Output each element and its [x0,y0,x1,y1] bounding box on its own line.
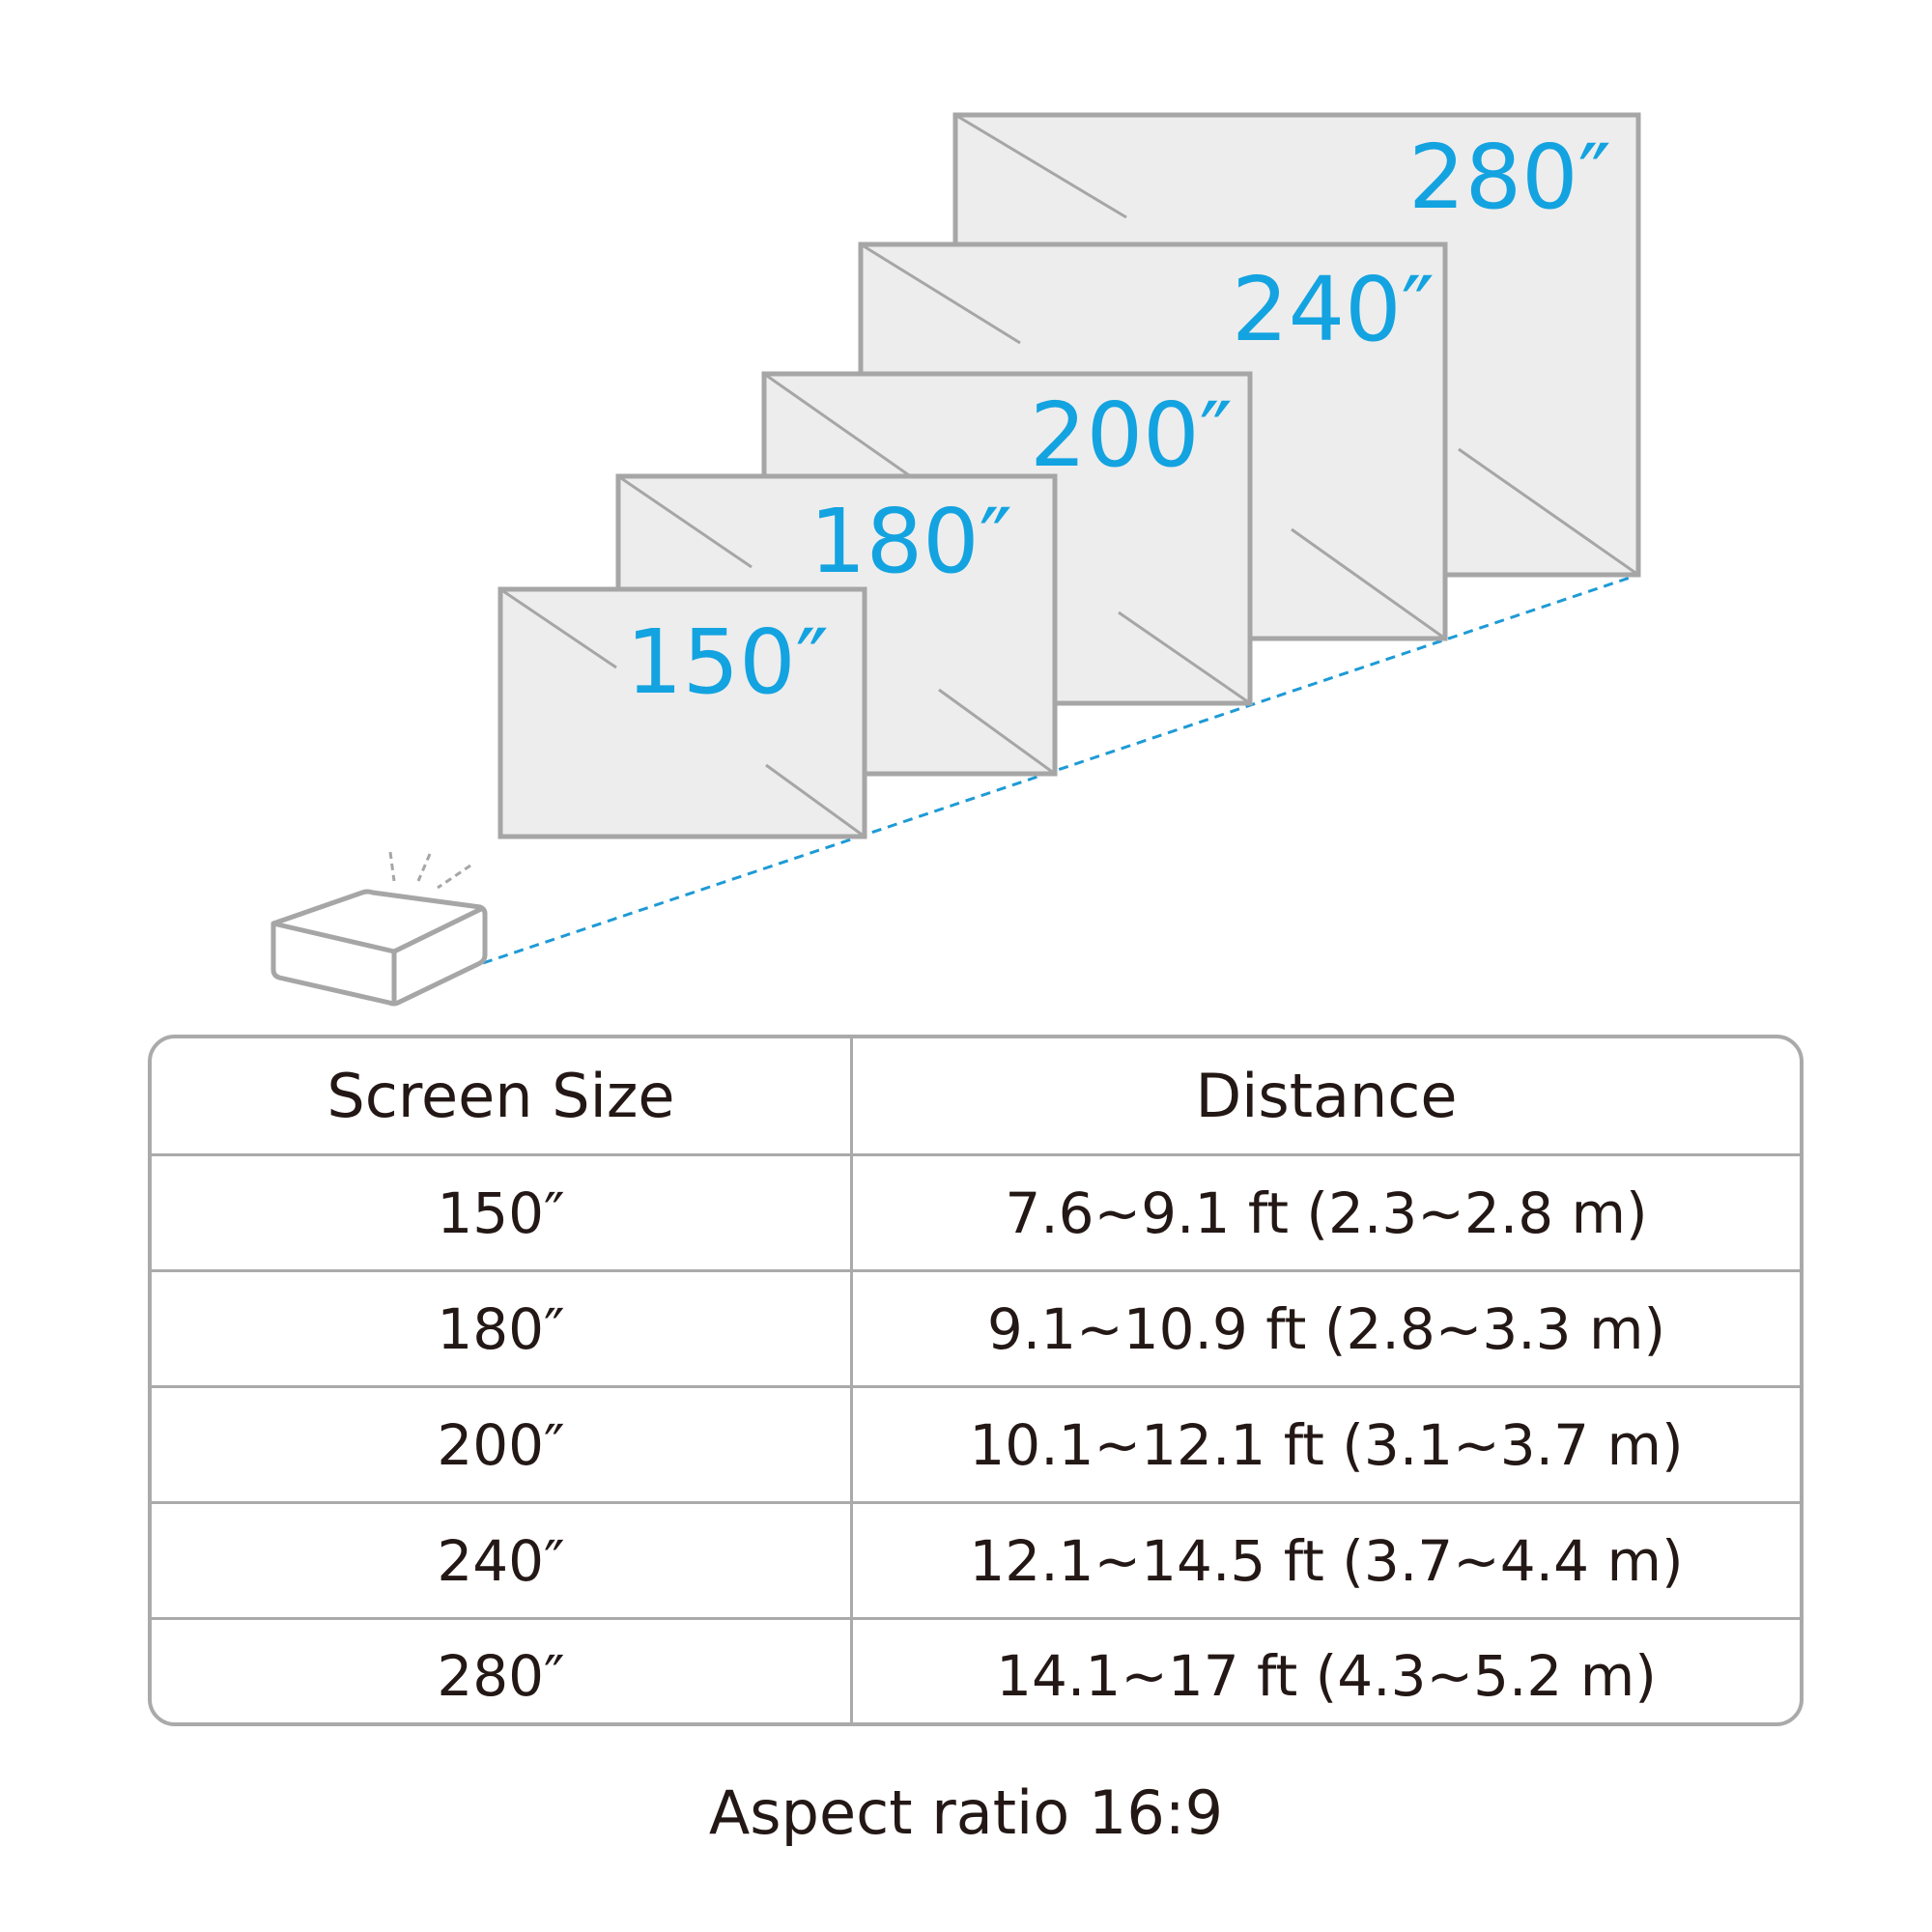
screen-size-cell: 200″ [152,1388,853,1501]
table-row: 200″ 10.1~12.1 ft (3.1~3.7 m) [152,1388,1800,1504]
screen-label-180: 180″ [810,490,1012,593]
screen-label-200: 200″ [1030,384,1233,487]
projector-icon [270,889,488,1007]
screen-label-150: 150″ [626,611,829,714]
screen-size-cell: 180″ [152,1272,853,1385]
throw-distance-table: Screen Size Distance 150″ 7.6~9.1 ft (2.… [148,1035,1804,1726]
table-row: 180″ 9.1~10.9 ft (2.8~3.3 m) [152,1272,1800,1388]
table-header-row: Screen Size Distance [152,1038,1800,1156]
screen-size-cell: 280″ [152,1620,853,1722]
screen-size-cell: 150″ [152,1156,853,1269]
screen-size-cell: 240″ [152,1504,853,1617]
distance-cell: 10.1~12.1 ft (3.1~3.7 m) [969,1411,1684,1478]
distance-cell: 7.6~9.1 ft (2.3~2.8 m) [1005,1179,1648,1246]
distance-cell: 9.1~10.9 ft (2.8~3.3 m) [986,1295,1666,1362]
distance-cell: 14.1~17 ft (4.3~5.2 m) [996,1643,1657,1709]
table-row: 240″ 12.1~14.5 ft (3.7~4.4 m) [152,1504,1800,1620]
screen-150: 150″ [497,586,867,839]
projection-beam-line [482,573,1639,965]
header-screen-size: Screen Size [152,1038,853,1153]
aspect-ratio-caption: Aspect ratio 16:9 [708,1777,1224,1848]
header-distance: Distance [1195,1061,1458,1131]
table-row: 280″ 14.1~17 ft (4.3~5.2 m) [152,1620,1800,1722]
table-row: 150″ 7.6~9.1 ft (2.3~2.8 m) [152,1156,1800,1272]
light-rays-icon [388,851,471,890]
projection-diagram: 280″ 240″ 200″ 180″ 150″ [270,112,1641,1007]
distance-cell: 12.1~14.5 ft (3.7~4.4 m) [969,1527,1684,1594]
screen-label-280: 280″ [1408,126,1611,229]
screen-label-240: 240″ [1232,258,1435,361]
